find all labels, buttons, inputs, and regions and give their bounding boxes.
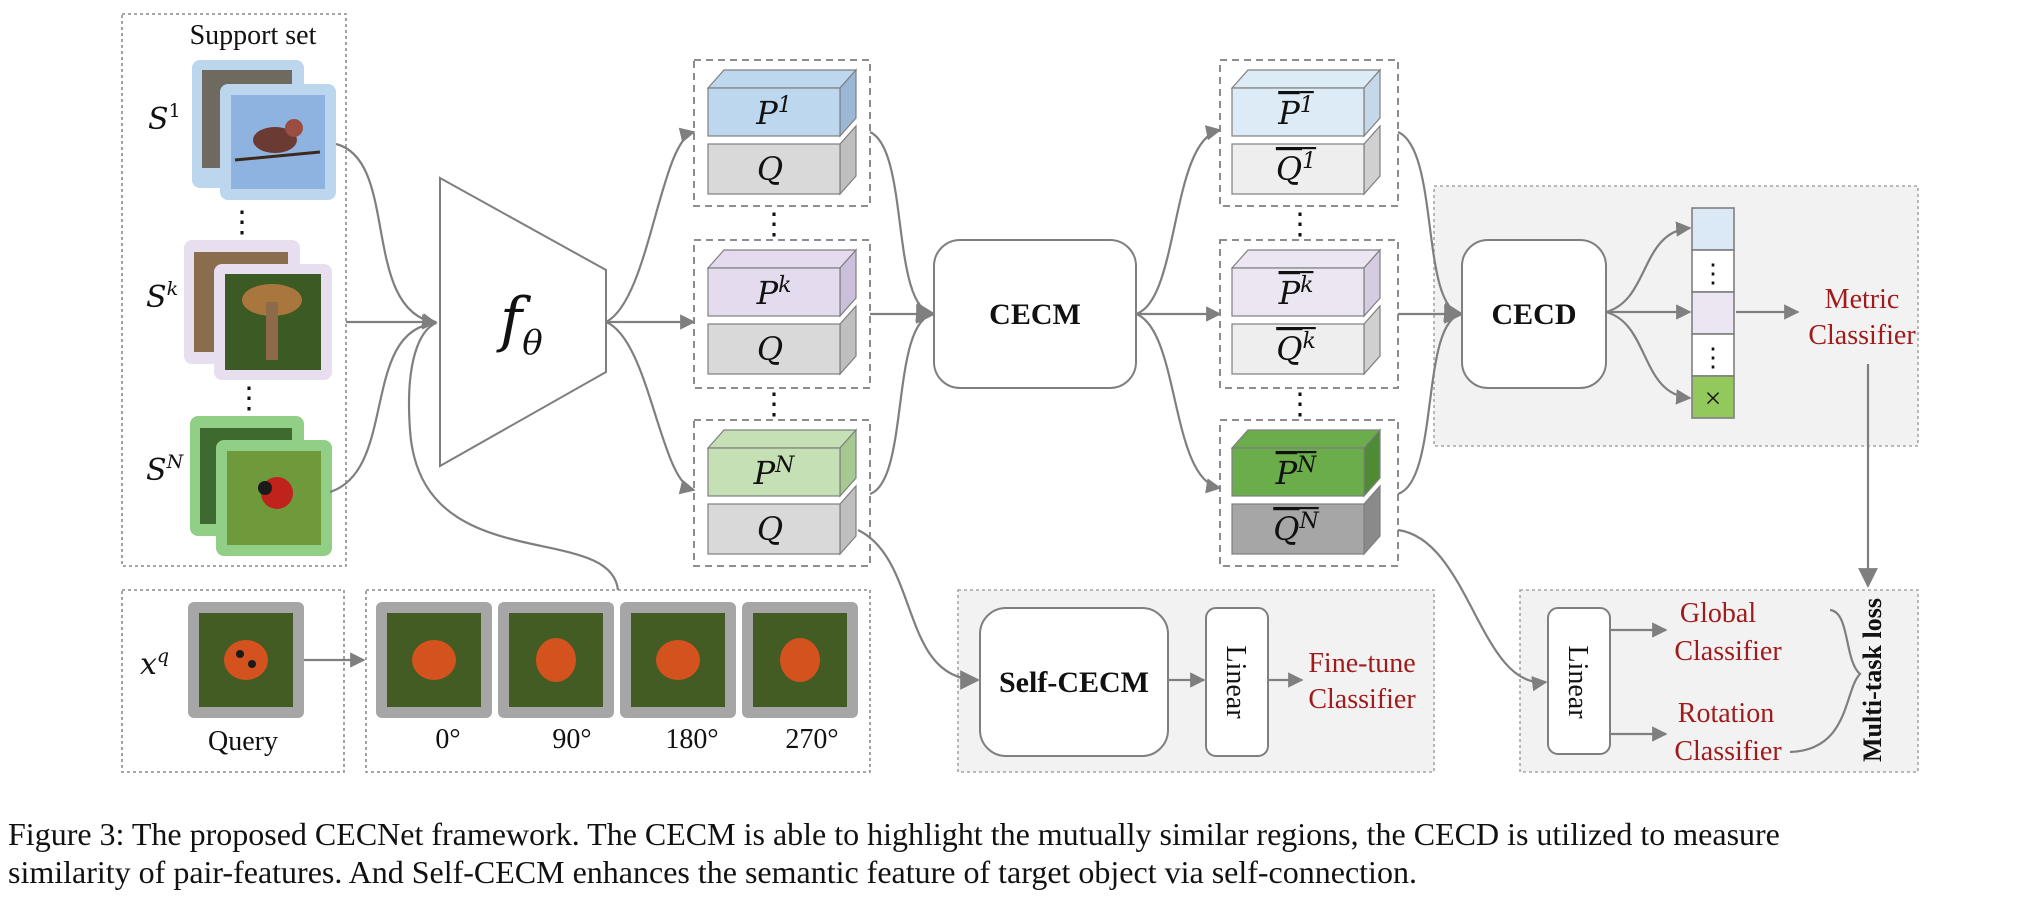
arrow-cecd-score1 [1605,221,1692,314]
feature-dots-1: ⋮ [759,208,789,241]
support-dots-k: ⋮ [234,382,264,415]
qk-bar-label: Qk [1276,329,1316,368]
backbone-trapezoid [439,176,607,468]
score-cell-2 [1691,249,1735,293]
global-classifier-label-1: Global [1680,598,1756,629]
loss-brace [1789,608,1862,754]
support-stack-n [190,416,332,556]
support-label-k: Sk [146,278,178,315]
caption-line-1: Figure 3: The proposed CECNet framework.… [8,816,1780,852]
support-label-n: SN [146,451,185,488]
score-cell-3 [1691,291,1735,335]
cecm-label: CECM [989,298,1081,331]
arrow-q-selfcecm [857,529,980,690]
rotation-classifier-label-2: Classifier [1674,736,1782,767]
rotation-label-270: 270° [785,724,838,755]
refined-dots-2: ⋮ [1285,388,1315,421]
q1-bar-label: Q1 [1276,149,1316,188]
cecd-label: CECD [1491,298,1576,331]
rotated-query-0 [376,602,492,718]
pn-bar-label: PN [1275,453,1318,492]
rotation-classifier-label-1: Rotation [1678,698,1774,729]
arrow-s1-backbone [335,142,438,329]
support-label-1: S1 [148,100,181,137]
arrow-qn-linear [1397,528,1548,692]
pk-bar-label: Pk [1278,273,1314,312]
support-set-title: Support set [190,20,317,51]
rotation-label-180: 180° [665,724,718,755]
refined-group-n [1219,419,1399,567]
arrow-rn-cecd [1397,312,1463,496]
arrow-cecm-r1 [1135,125,1222,316]
refined-dots-1: ⋮ [1285,208,1315,241]
arrow-rotations-backbone [407,321,620,591]
linear-label-2: Linear [1562,645,1593,719]
qk-label: Q [757,330,783,368]
rotation-label-90: 90° [552,724,591,755]
pn-label: PN [753,453,796,492]
feature-dots-2: ⋮ [759,388,789,421]
metric-classifier-label-1: Metric [1825,284,1900,315]
linear-label-1: Linear [1220,645,1251,719]
feature-group-n [693,419,871,567]
finetune-classifier-label-1: Fine-tune [1308,648,1415,679]
query-label: Query [208,726,278,757]
query-image [188,602,304,718]
qn-label: Q [757,510,783,548]
arrow-cecm-rn [1135,312,1222,494]
rotation-label-0: 0° [435,724,460,755]
linear-box-2 [1547,607,1611,755]
arrow-g1-cecm [869,130,936,323]
refined-group-k [1219,239,1399,389]
arrow-sn-backbone [329,321,437,494]
support-stack-k [184,240,332,380]
arrow-gn-cecm [869,312,935,496]
arrow-backbone-g1 [605,127,696,323]
support-stack-1 [192,60,336,200]
cecd-box [1461,239,1607,389]
refined-group-1 [1219,59,1399,207]
finetune-classifier-label-2: Classifier [1308,684,1416,715]
query-symbol: xq [140,645,169,682]
score-cell-4 [1691,333,1735,377]
global-classifier-label-2: Classifier [1674,636,1782,667]
self-cecm-label: Self-CECM [999,666,1149,699]
p1-label: P1 [755,93,792,132]
feature-group-k [693,239,871,389]
rotated-query-270 [742,602,858,718]
caption-line-2: similarity of pair-features. And Self-CE… [8,854,1417,890]
score-cell-1 [1691,207,1735,251]
query-panel [121,589,345,773]
support-dots-1: ⋮ [227,206,257,239]
score-cell-5-text: × [1705,382,1722,415]
figure-caption: Figure 3: The proposed CECNet framework.… [8,815,2023,891]
feature-group-1 [693,59,871,207]
linear-box-1 [1205,607,1269,757]
multi-task-loss-label: Multi-task loss [1858,598,1887,762]
score-cell-4-text: ⋮ [1700,343,1726,372]
q1-label: Q [757,150,783,188]
metric-classifier-label-2: Classifier [1808,320,1916,351]
score-column: ⋮ ⋮ × [1691,207,1735,419]
arrow-backbone-gn [605,320,696,495]
qn-bar-label: QN [1273,509,1319,548]
score-cell-2-text: ⋮ [1700,259,1726,288]
cecm-box [933,239,1137,389]
self-cecm-box [979,607,1169,757]
support-set-panel [121,13,347,567]
score-cell-5 [1691,375,1735,419]
arrow-cecd-scoren [1605,310,1692,405]
pk-label: Pk [756,273,792,312]
p1-bar-label: P1 [1277,93,1314,132]
cecnet-diagram: Support set S1 Sk SN ⋮ ⋮ xq [121,13,1919,773]
rotated-query-180 [620,602,736,718]
rotated-query-90 [498,602,614,718]
